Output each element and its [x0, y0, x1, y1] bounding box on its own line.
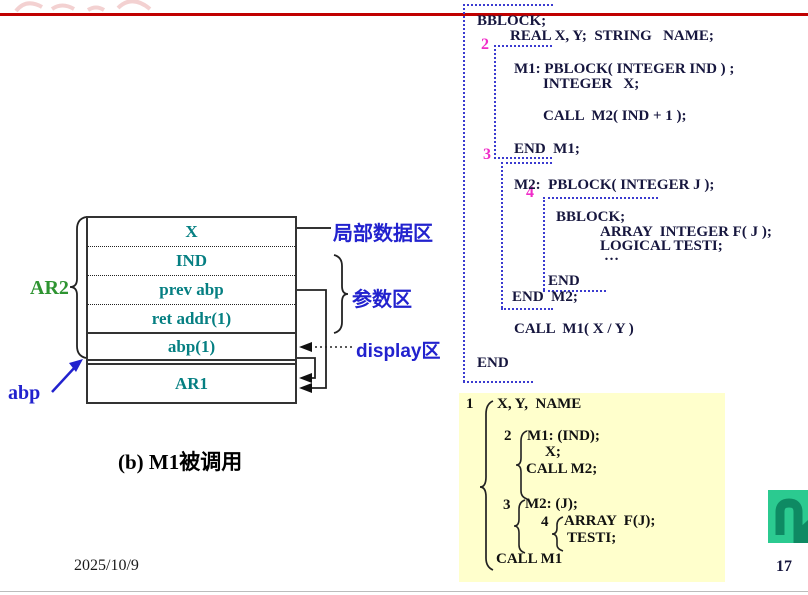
- abp-pointer-label: abp: [8, 382, 41, 404]
- code-line: CALL M1( X / Y ): [514, 321, 634, 337]
- footer-rule: [0, 591, 808, 592]
- code-line: CALL M2( IND + 1 );: [543, 108, 687, 124]
- block-level-2: 2: [481, 36, 489, 53]
- nest-level-4: 4: [541, 514, 549, 530]
- page-number: 17: [776, 558, 792, 575]
- code-line: REAL X, Y; STRING NAME;: [510, 28, 714, 44]
- local-data-area-label: 局部数据区: [333, 223, 433, 245]
- prev-abp-link-line: [297, 289, 327, 389]
- stack-cell-x: X: [88, 218, 295, 247]
- code-line: LOGICAL TESTI;: [600, 238, 723, 254]
- ar2-brace: [69, 216, 87, 359]
- parameter-area-label: 参数区: [352, 289, 412, 311]
- nesting-structure-box: [459, 393, 725, 582]
- stack-divider: [88, 359, 295, 365]
- code-block4-top-border: [543, 197, 658, 199]
- diagram-caption: (b) M1被调用: [118, 450, 243, 474]
- nest-line: CALL M2;: [526, 461, 598, 477]
- code-block3-left-border: [501, 162, 503, 308]
- code-block1-bottom-border: [463, 381, 533, 383]
- nest-line: CALL M1: [496, 551, 563, 567]
- code-block2-top-border: [494, 45, 552, 47]
- code-line: BBLOCK;: [477, 13, 547, 29]
- code-block1-top-border: [463, 4, 553, 6]
- code-line: INTEGER X;: [543, 76, 640, 92]
- stack-cell-ar1: AR1: [174, 373, 209, 393]
- code-line: END M1;: [514, 141, 580, 157]
- code-line: M1: PBLOCK( INTEGER IND ) ;: [514, 61, 735, 77]
- code-block4-left-border: [543, 197, 545, 290]
- code-line: END M2;: [512, 289, 578, 305]
- green-logo-icon: [768, 490, 808, 543]
- stack-cell-ind: IND: [88, 247, 295, 276]
- block-level-4: 4: [526, 184, 534, 201]
- prev-abp-link-arrowhead: [299, 383, 312, 393]
- code-line: M2: PBLOCK( INTEGER J );: [514, 177, 715, 193]
- block-level-3: 3: [483, 146, 491, 163]
- stack-cell-prev-abp: prev abp: [88, 276, 295, 305]
- ar2-label: AR2: [30, 277, 69, 299]
- display-area-label: display区: [356, 341, 441, 362]
- activation-record-stack: X IND prev abp ret addr(1) abp(1) AR1: [86, 216, 297, 404]
- stack-cell-abp1: abp(1): [167, 336, 216, 356]
- abp1-link-arrowhead: [299, 373, 312, 383]
- nest-level-2: 2: [504, 428, 512, 444]
- code-block4-bottom-border: [543, 290, 606, 292]
- code-block2-bottom-border: [494, 157, 552, 159]
- nest-line: ARRAY F(J);: [564, 513, 656, 529]
- abp-pointer-arrowhead: [69, 359, 83, 372]
- nest-line: X, Y, NAME: [497, 396, 582, 412]
- nest-line: M2: (J);: [525, 496, 578, 512]
- slide-date: 2025/10/9: [74, 557, 139, 574]
- abp1-link-line: [297, 357, 316, 379]
- code-block1-left-border: [463, 4, 465, 382]
- code-line: ARRAY INTEGER F( J );: [600, 224, 772, 240]
- nest-level-1: 1: [466, 396, 474, 412]
- nest-line: TESTI;: [567, 530, 617, 546]
- code-line: END: [548, 273, 580, 289]
- code-block2-left-border: [494, 45, 496, 155]
- param-area-brace: [333, 254, 349, 334]
- stack-cell-ret-addr: ret addr(1): [88, 305, 295, 334]
- display-arrowhead: [299, 342, 312, 352]
- code-block3-bottom-border: [501, 308, 553, 310]
- code-line: BBLOCK;: [556, 209, 626, 225]
- header-rule: [0, 13, 808, 16]
- code-line: END: [477, 355, 509, 371]
- logo-watermark: [14, 0, 152, 13]
- nest-line: M1: (IND);: [527, 428, 600, 444]
- abp-pointer-arrow-line: [51, 365, 77, 393]
- nest-level-3: 3: [503, 497, 511, 513]
- code-line: …: [604, 248, 619, 264]
- nest-line: X;: [545, 444, 561, 460]
- code-block3-top-border: [501, 162, 552, 164]
